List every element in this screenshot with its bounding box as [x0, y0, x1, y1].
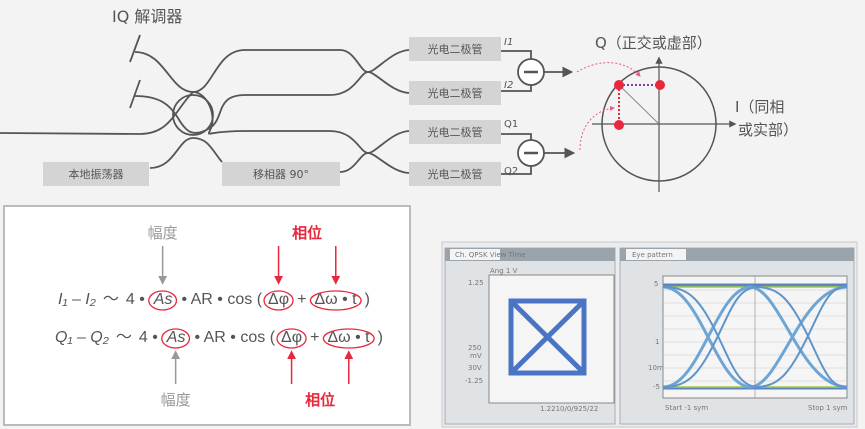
- qpsk-constellation: [508, 298, 587, 376]
- phase-circle: [322, 328, 375, 349]
- amplitude-circle: [161, 328, 191, 349]
- eye-pattern: [662, 283, 848, 390]
- left-bottom-label: 1.2210/0/925/22: [540, 405, 598, 413]
- formula-q: Q₁ – Q₂～4 •As• AR • cos (Δφ+Δω • t): [55, 328, 383, 349]
- formula-q-text: Q₁ – Q₂～4 •As• AR • cos (Δφ+Δω • t): [55, 329, 383, 346]
- demodulator-title: IQ 解调器: [112, 7, 182, 26]
- left-tick: 1.25: [468, 279, 484, 287]
- left-tick: -1.25: [465, 377, 483, 385]
- left-tick: 30V: [468, 364, 482, 372]
- left-tick: 250: [468, 344, 481, 352]
- i-axis-label-2: 或实部）: [738, 121, 798, 139]
- phase-label-bottom: 相位: [305, 391, 335, 409]
- optical-paths: [0, 34, 411, 174]
- photodiode-boxes: 光电二极管 光电二极管 光电二极管 光电二极管: [409, 37, 501, 186]
- amplitude-label-bottom: 幅度: [161, 391, 191, 409]
- constellation-point: [614, 80, 624, 90]
- signal-label: Q2: [504, 166, 518, 177]
- formula-i: I₁ – I₂～4 •As• AR • cos (Δφ+Δω • t): [58, 290, 370, 311]
- eye-grid: [663, 276, 847, 398]
- signal-label: I1: [504, 37, 513, 48]
- constellation-point: [655, 80, 665, 90]
- local-oscillator-box: 本地振荡器: [43, 162, 149, 186]
- right-tick: 5: [654, 280, 658, 288]
- i-axis-label: I（同相: [735, 98, 784, 116]
- right-tick: 10m: [648, 364, 664, 372]
- left-top-label: Ang 1 V: [490, 267, 518, 275]
- left-tab[interactable]: Ch. QPSK View Time: [455, 251, 526, 259]
- photodiode-label: 光电二极管: [428, 42, 483, 56]
- left-tick: mV: [470, 352, 482, 360]
- q-axis-label: Q（正交或虚部）: [595, 34, 712, 52]
- phase-circle: [276, 328, 307, 349]
- phase-shifter-box: 移相器 90°: [222, 162, 340, 186]
- formula-panel: 幅度 相位 I₁ – I₂～4 •As• AR • cos (Δφ+Δω • t…: [3, 205, 411, 426]
- phase-shifter-label: 移相器 90°: [253, 168, 309, 181]
- phase-label-top: 相位: [292, 224, 322, 242]
- photodiode-label: 光电二极管: [428, 86, 483, 100]
- constellation-point: [614, 120, 624, 130]
- right-tick: -5: [653, 383, 660, 391]
- photodiode-label: 光电二极管: [428, 125, 483, 139]
- subtractors: I1 I2 Q1 Q2: [501, 37, 576, 177]
- right-tick: 1: [655, 338, 659, 346]
- right-tab[interactable]: Eye pattern: [632, 251, 673, 259]
- constellation-diagram: Q（正交或虚部） I（同相 或实部）: [576, 34, 798, 192]
- formula-i-text: I₁ – I₂～4 •As• AR • cos (Δφ+Δω • t): [58, 291, 370, 308]
- phase-circle: [263, 290, 294, 311]
- signal-label: Q1: [504, 119, 518, 130]
- amplitude-circle: [148, 290, 178, 311]
- local-oscillator-label: 本地振荡器: [69, 167, 124, 181]
- right-bottom-right-label: Stop 1 sym: [808, 404, 848, 412]
- signal-label: I2: [504, 80, 513, 91]
- phase-circle: [309, 290, 362, 311]
- scope-screens: Ch. QPSK View Time Ang 1 V 1.25 250 mV 3…: [441, 241, 858, 428]
- amplitude-label-top: 幅度: [148, 224, 178, 242]
- right-bottom-left-label: Start -1 sym: [665, 404, 708, 412]
- photodiode-label: 光电二极管: [428, 167, 483, 181]
